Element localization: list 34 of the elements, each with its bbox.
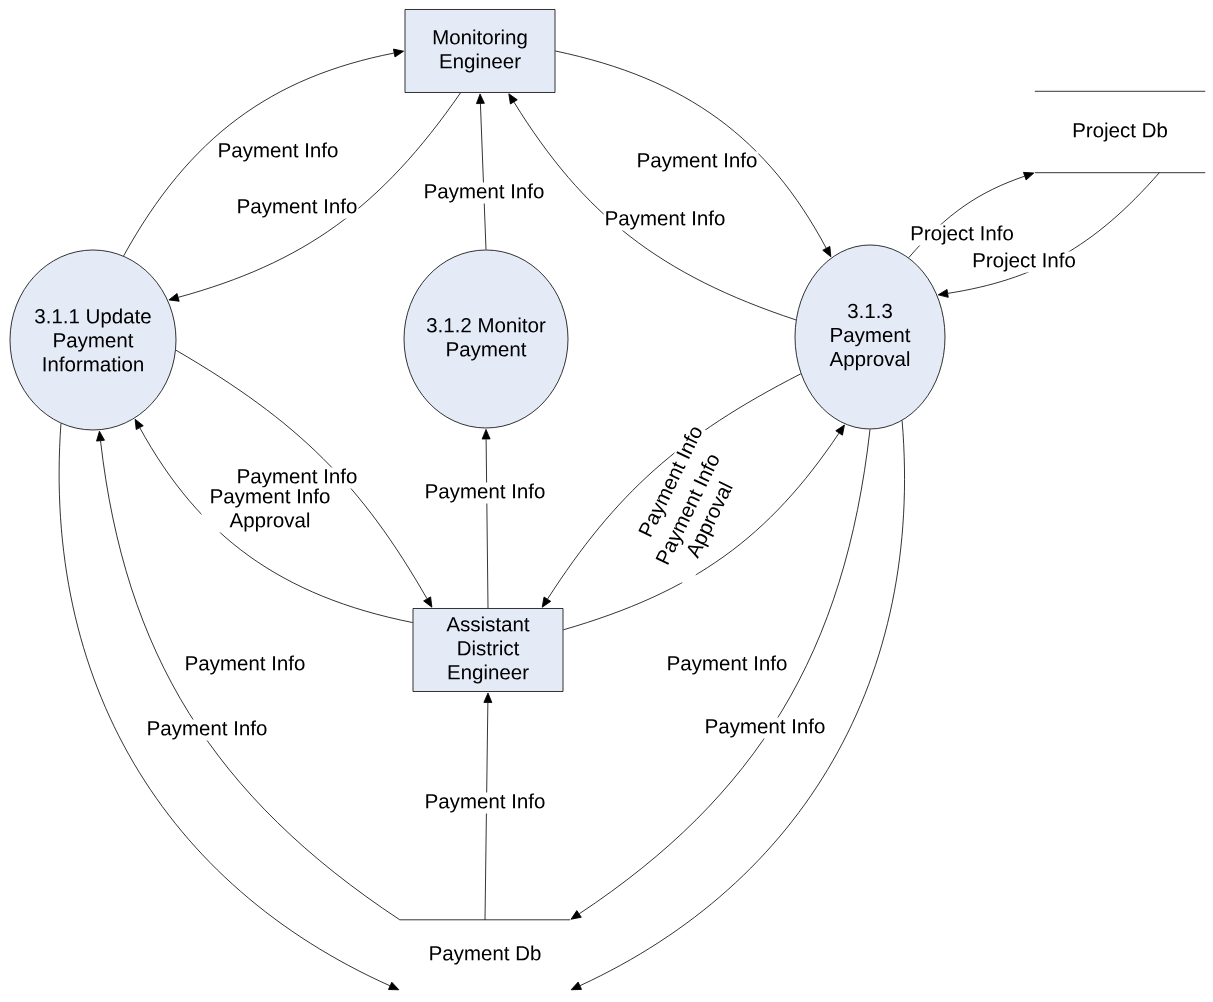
edge-label: Payment Info xyxy=(423,482,547,504)
edge-label: Payment Info xyxy=(603,209,727,231)
edge-label: Payment Info xyxy=(423,792,547,814)
arrow xyxy=(96,430,401,921)
arrow xyxy=(134,418,413,623)
entity-box: Monitoring Engineer xyxy=(404,9,556,93)
arrow xyxy=(481,429,491,609)
entity-box: Assistant District Engineer xyxy=(412,608,564,692)
arrow xyxy=(908,171,1035,259)
edge-label: Payment Info xyxy=(235,197,359,219)
arrow xyxy=(555,50,832,258)
arrow xyxy=(476,93,487,250)
arrow xyxy=(570,420,905,991)
edge-label: Project Info xyxy=(909,224,1015,246)
edge-label: Payment Info xyxy=(145,719,269,741)
data-store: Payment Db xyxy=(399,919,571,965)
arrow xyxy=(168,92,461,302)
edge-label: Payment Info xyxy=(635,151,759,173)
data-store: Project Db xyxy=(1034,90,1206,174)
arrow xyxy=(570,429,871,920)
arrow xyxy=(175,349,433,608)
arrow xyxy=(58,423,400,991)
edge-label: Payment Info xyxy=(665,654,789,676)
edge-label: Payment Info xyxy=(216,141,340,163)
edge-label: Payment Info xyxy=(183,654,307,676)
arrow xyxy=(123,48,404,257)
arrow xyxy=(541,373,802,608)
edge-label: Payment Info xyxy=(703,717,827,739)
edge-label: Payment Info xyxy=(235,467,359,489)
arrow xyxy=(508,93,797,321)
edge-label: Payment Info xyxy=(422,182,546,204)
arrow xyxy=(483,692,493,921)
edge-label: Project Info xyxy=(971,251,1077,273)
arrow xyxy=(563,424,845,631)
